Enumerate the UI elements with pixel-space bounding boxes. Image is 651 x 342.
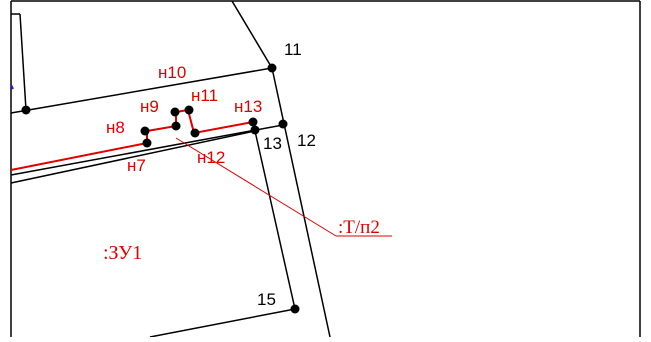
vertex-dot-n8: [140, 126, 150, 136]
label-n9: н9: [140, 97, 159, 116]
label-parcel: :ЗУ1: [103, 242, 142, 264]
label-13: 13: [263, 134, 282, 153]
vertex-dot-12: [278, 119, 288, 129]
label-n11: н11: [191, 86, 218, 105]
label-n7: н7: [127, 156, 146, 175]
diagonal-to-11: [231, 0, 273, 69]
vertex-dot-n11: [184, 105, 194, 115]
label-zone: :Т/п2: [338, 217, 380, 238]
blue-marker: [10, 84, 14, 90]
vertex-dot-11: [267, 63, 277, 73]
parcel-left-edge: [19, 13, 27, 111]
vertex-dot: [21, 105, 31, 115]
vertex-dot-n9b: [170, 107, 180, 117]
label-12: 12: [297, 131, 316, 150]
label-n8: н8: [106, 118, 125, 137]
vertex-dot-n7: [142, 138, 152, 148]
road-lower-edge: [10, 124, 284, 176]
vertex-dot-n13: [248, 117, 258, 127]
label-n12: н12: [197, 148, 225, 167]
inner-edge-13-15: [254, 130, 296, 310]
label-n10: н10: [158, 63, 186, 82]
leader-line: [175, 137, 337, 237]
label-11: 11: [284, 40, 302, 59]
vertex-dot-13: [250, 125, 260, 135]
label-n13: н13: [234, 97, 262, 116]
vertex-dot-15: [290, 304, 300, 314]
bottom-edge-15: [149, 308, 296, 338]
road-top-edge: [10, 67, 273, 114]
inner-edge-to-13: [10, 130, 256, 184]
vertex-dot-n9: [171, 121, 181, 131]
vertex-dot-n12: [190, 128, 200, 138]
road-right-edge: [271, 67, 331, 338]
label-15: 15: [257, 290, 276, 309]
